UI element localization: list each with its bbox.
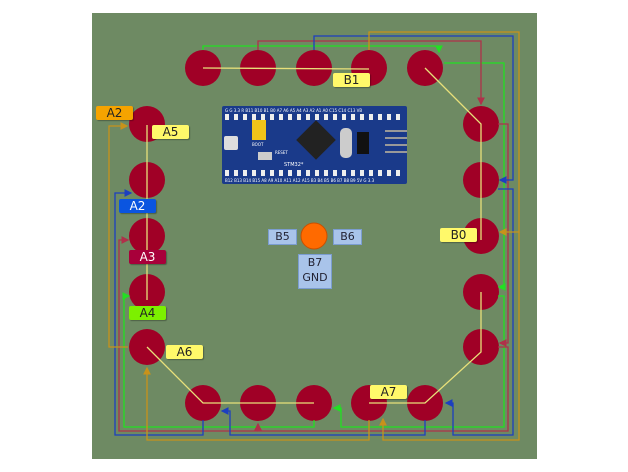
usb-port [224, 136, 238, 150]
label-b0: B0 [440, 228, 477, 242]
wire-green [332, 295, 505, 428]
wires [108, 31, 520, 441]
wire-orange [143, 366, 370, 441]
label-a2-orange: A2 [96, 106, 133, 120]
center-pad [300, 222, 328, 250]
label-b7: B7 [307, 256, 323, 269]
reset-button [258, 152, 272, 160]
wire-blue [444, 188, 514, 436]
wire-orange [108, 122, 129, 348]
label-a4: A4 [129, 306, 166, 320]
bottom-pin-labels: B12 B13 B14 B15 A8 A9 A10 A11 A12 A15 B3… [225, 178, 375, 183]
wire-green [202, 45, 443, 54]
wire-blue [220, 407, 426, 436]
wire-orange [368, 31, 520, 236]
label-b6: B6 [333, 229, 362, 245]
label-a3: A3 [129, 250, 166, 264]
label-a5: A5 [152, 125, 189, 139]
reset-label: RESET [275, 150, 288, 155]
label-b1: B1 [333, 73, 370, 87]
stm32-blue-pill-board: G G 3.3 R B11 B10 B1 B0 A7 A6 A5 A4 A3 A… [222, 106, 407, 184]
label-gnd: GND [302, 271, 328, 284]
top-header [225, 114, 404, 120]
wire-blue [313, 35, 514, 184]
label-a2-blue: A2 [119, 199, 156, 213]
wire-green [122, 292, 315, 428]
wire-crimson [498, 123, 509, 347]
regulator [357, 132, 369, 154]
label-a7: A7 [370, 385, 407, 399]
boot-jumpers [252, 120, 266, 140]
pad [296, 50, 332, 86]
wire-crimson [254, 346, 509, 432]
board-name: STM32* [284, 162, 304, 168]
boot-label: BOOT [252, 142, 264, 147]
swd-header [385, 130, 407, 158]
wire-crimson [118, 236, 258, 432]
bottom-header [225, 170, 404, 176]
crystal [340, 128, 352, 158]
wire-blue [114, 189, 204, 436]
wire-green [444, 62, 506, 291]
top-pin-labels: G G 3.3 R B11 B10 B1 B0 A7 A6 A5 A4 A3 A… [225, 108, 363, 113]
label-b5: B5 [268, 229, 297, 245]
mcu-chip [296, 120, 336, 160]
label-a6: A6 [166, 345, 203, 359]
wire-orange [379, 232, 520, 441]
